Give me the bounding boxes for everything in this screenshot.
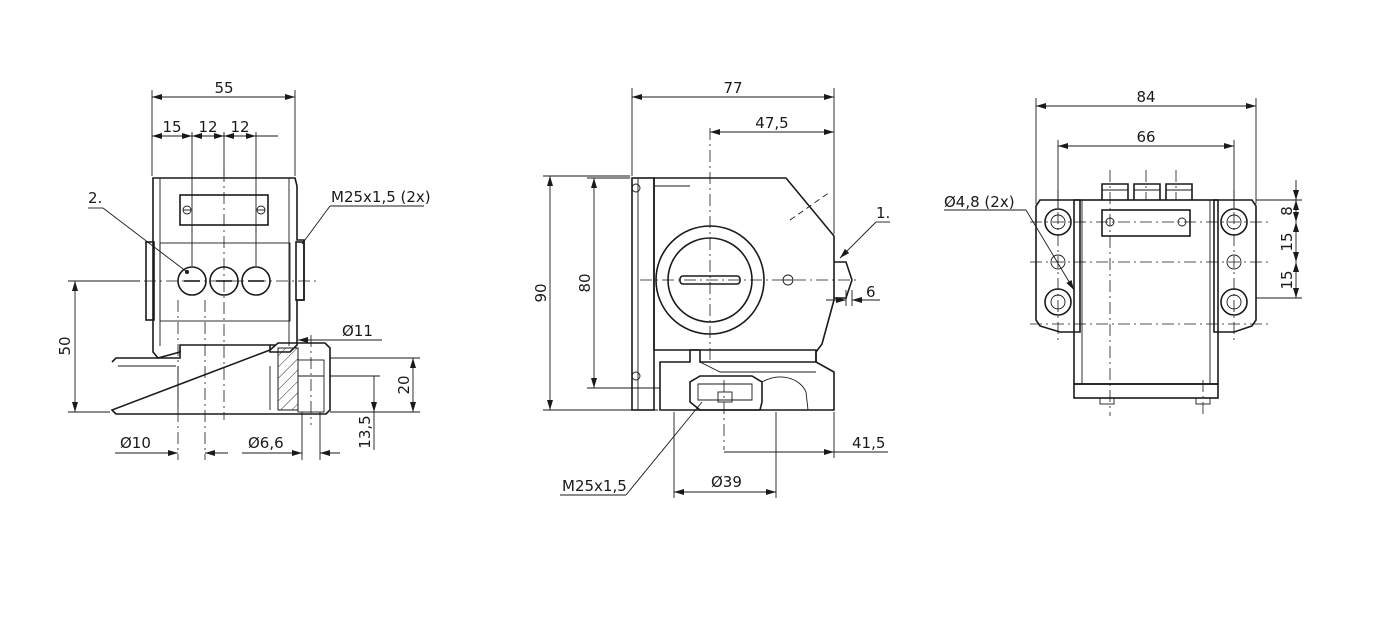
dim-12b: 12: [230, 118, 249, 136]
dim-d39: Ø39: [711, 473, 742, 491]
thread-label-middle: M25x1,5: [562, 477, 627, 495]
dim-6: 6: [866, 283, 876, 301]
dim-47-5: 47,5: [755, 114, 788, 132]
dim-15b: 15: [1278, 270, 1296, 289]
dim-13-5: 13,5: [356, 415, 374, 448]
right-view: 84 66 Ø4,8 (2x) 8 15 15: [944, 88, 1302, 416]
dim-84: 84: [1136, 88, 1155, 106]
dim-d6-6: Ø6,6: [248, 434, 284, 452]
dim-8: 8: [1278, 206, 1296, 216]
dim-d10: Ø10: [120, 434, 151, 452]
dim-41-5: 41,5: [852, 434, 885, 452]
dim-50: 50: [56, 336, 74, 355]
item-label-2: 2.: [88, 189, 102, 207]
dim-90: 90: [532, 283, 550, 302]
dim-15: 15: [162, 118, 181, 136]
middle-view: 77 47,5 90 80 1. 6 41,5 Ø39: [532, 79, 890, 498]
dim-55: 55: [214, 79, 233, 97]
item-label-1: 1.: [876, 204, 890, 222]
dim-20: 20: [395, 375, 413, 394]
dim-15a: 15: [1278, 232, 1296, 251]
dim-77: 77: [723, 79, 742, 97]
dim-12a: 12: [198, 118, 217, 136]
dim-80: 80: [576, 273, 594, 292]
dim-d11: Ø11: [342, 322, 373, 340]
dim-66: 66: [1136, 128, 1155, 146]
thread-label-left: M25x1,5 (2x): [331, 188, 431, 206]
dim-d4-8: Ø4,8 (2x): [944, 193, 1015, 211]
left-view: 55 15 12 12 2. M25x1,5 (2x) 50 Ø11 20: [56, 79, 431, 460]
